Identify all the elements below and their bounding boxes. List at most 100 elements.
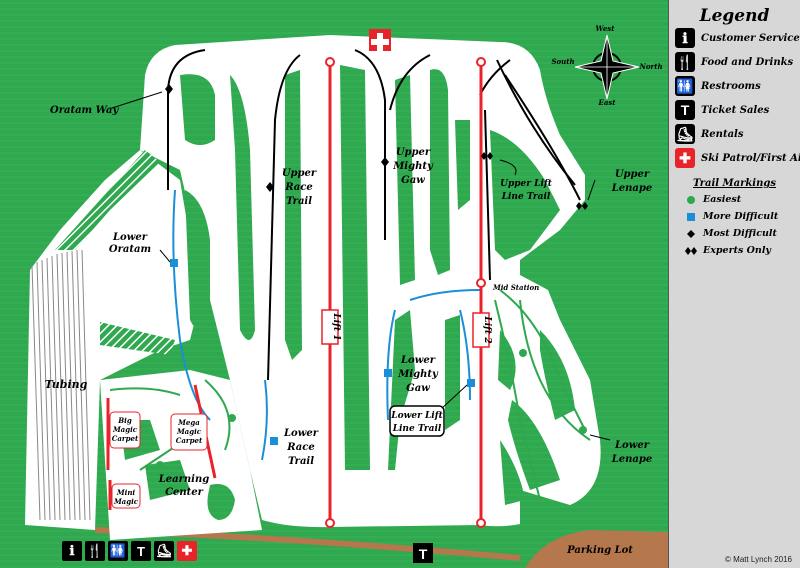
legend-easiest-label: Easiest <box>703 194 742 205</box>
food-drink-icon: 🍴 <box>675 52 695 72</box>
legend-panel: Legend ℹ Customer Service 🍴 Food and Dri… <box>668 0 800 568</box>
lower-mighty-label-1: Lower <box>400 355 436 366</box>
black-diamond-icon <box>266 182 274 192</box>
learning-center-label-2: Center <box>165 487 204 498</box>
base-lodge-icons: ℹ 🍴 🚻 T ⛸ ✚ <box>62 541 197 561</box>
lower-lenape-label-1: Lower <box>614 440 650 451</box>
legend-more-difficult: More Difficult <box>683 208 800 225</box>
copyright-text: © Matt Lynch 2016 <box>725 555 792 564</box>
green-circle-icon <box>519 349 527 357</box>
black-diamond-icon <box>165 84 173 94</box>
big-magic-box <box>109 411 141 449</box>
ticket-icon[interactable]: T <box>131 541 151 561</box>
legend-title: Legend <box>699 6 770 26</box>
legend-item-food: 🍴 Food and Drinks <box>675 50 800 74</box>
legend-item-restrooms: 🚻 Restrooms <box>675 74 800 98</box>
lift-1[interactable] <box>325 57 335 528</box>
compass-east: East <box>597 98 616 107</box>
rental-boot-icon[interactable]: ⛸ <box>154 541 174 561</box>
lift-2[interactable] <box>476 57 486 528</box>
big-magic-label-2: Magic <box>112 425 138 434</box>
upper-lift-line-label-2: Line Trail <box>501 192 551 202</box>
restroom-icon: 🚻 <box>675 76 695 96</box>
lower-oratam-label-2: Oratam <box>109 244 151 255</box>
green-circle-icon <box>156 461 164 469</box>
double-black-diamond-icon <box>481 152 493 160</box>
big-magic-label-3: Carpet <box>112 434 139 443</box>
big-magic-label-1: Big <box>117 416 132 425</box>
tree-islands <box>120 65 575 520</box>
lower-lenape-label-2: Lenape <box>611 454 653 465</box>
lower-lift-line-label-box <box>389 405 445 437</box>
lower-mighty-label-3: Gaw <box>406 383 430 394</box>
legend-item-tickets: T Ticket Sales <box>675 98 800 122</box>
hatched-slope <box>55 150 160 250</box>
legend-most-difficult: Most Difficult <box>683 225 800 242</box>
upper-mighty-label-1: Upper <box>396 147 431 158</box>
lift-1-label: Lift 1 <box>331 312 341 340</box>
legend-most-difficult-label: Most Difficult <box>703 228 777 239</box>
mega-magic-box <box>170 413 208 451</box>
customer-service-icon[interactable]: ℹ <box>62 541 82 561</box>
compass-rose: West South North East <box>551 24 662 107</box>
compass-west: West <box>596 24 616 33</box>
green-circle-icon <box>579 426 587 434</box>
upper-race-label-2: Race <box>284 182 312 193</box>
label-leader-lines <box>111 91 611 441</box>
lift-2-label-box <box>472 312 490 348</box>
mini-magic-box <box>111 483 141 509</box>
mega-magic-label-3: Carpet <box>176 436 203 445</box>
ticket-icon: T <box>675 100 695 120</box>
ticket-icon[interactable]: T <box>413 543 433 563</box>
legend-experts-only-label: Experts Only <box>703 245 771 256</box>
lower-race-label-3: Trail <box>288 456 314 467</box>
mini-magic-label-2: Magic <box>113 497 139 506</box>
legend-experts-only: Experts Only <box>683 242 800 259</box>
first-aid-icon: ✚ <box>675 148 695 168</box>
legend-item-label: Food and Drinks <box>701 56 794 68</box>
double-black-diamond-icon <box>685 246 697 255</box>
trail-markings-title: Trail Markings <box>693 178 776 189</box>
upper-lenape-label-2: Lenape <box>611 183 653 194</box>
food-drink-icon[interactable]: 🍴 <box>85 541 105 561</box>
upper-lenape-label-1: Upper <box>615 169 650 180</box>
blue-square-icon <box>467 379 475 387</box>
upper-lift-line-label-1: Upper Lift <box>500 179 553 189</box>
compass-north: North <box>638 62 662 71</box>
black-trail-lines <box>167 49 581 381</box>
blue-square-icon <box>384 369 392 377</box>
legend-more-difficult-label: More Difficult <box>703 211 779 222</box>
hatched-slope-lower <box>100 322 175 355</box>
legend-easiest: Easiest <box>683 191 800 208</box>
legend-item-label: Rentals <box>701 128 744 140</box>
lower-mighty-label-2: Mighty <box>397 369 439 380</box>
first-aid-icon[interactable]: ✚ <box>177 541 197 561</box>
legend-item-rentals: ⛸ Rentals <box>675 122 800 146</box>
green-circle-icon <box>687 195 695 204</box>
black-diamond-icon <box>687 229 695 238</box>
restroom-icon[interactable]: 🚻 <box>108 541 128 561</box>
legend-item-label: Customer Service <box>701 32 800 44</box>
mega-magic-label-2: Magic <box>176 427 202 436</box>
customer-service-icon: ℹ <box>675 28 695 48</box>
compass-south: South <box>551 57 574 66</box>
legend-item-label: Restrooms <box>701 80 761 92</box>
trail-markers <box>156 84 588 469</box>
legend-item-first-aid: ✚ Ski Patrol/First Aid <box>675 146 800 170</box>
tubing-label: Tubing <box>45 378 88 391</box>
double-black-diamond-icon <box>576 202 588 210</box>
lower-oratam-label-1: Lower <box>112 232 148 243</box>
upper-race-label-3: Trail <box>286 196 312 207</box>
blue-square-icon <box>270 437 278 445</box>
first-aid-icon[interactable] <box>369 29 391 51</box>
rental-boot-icon: ⛸ <box>675 124 695 144</box>
green-circle-icon <box>228 414 236 422</box>
lower-lift-line-label-1: Lower Lift <box>390 411 443 421</box>
lower-race-label-2: Race <box>286 442 314 453</box>
mid-station-label: Mid Station <box>492 283 539 292</box>
oratam-way-label: Oratam Way <box>50 105 119 116</box>
lift-2-label: Lift 2 <box>482 315 492 343</box>
parking-lot-label: Parking Lot <box>566 545 633 556</box>
upper-mighty-label-2: Mighty <box>392 161 434 172</box>
